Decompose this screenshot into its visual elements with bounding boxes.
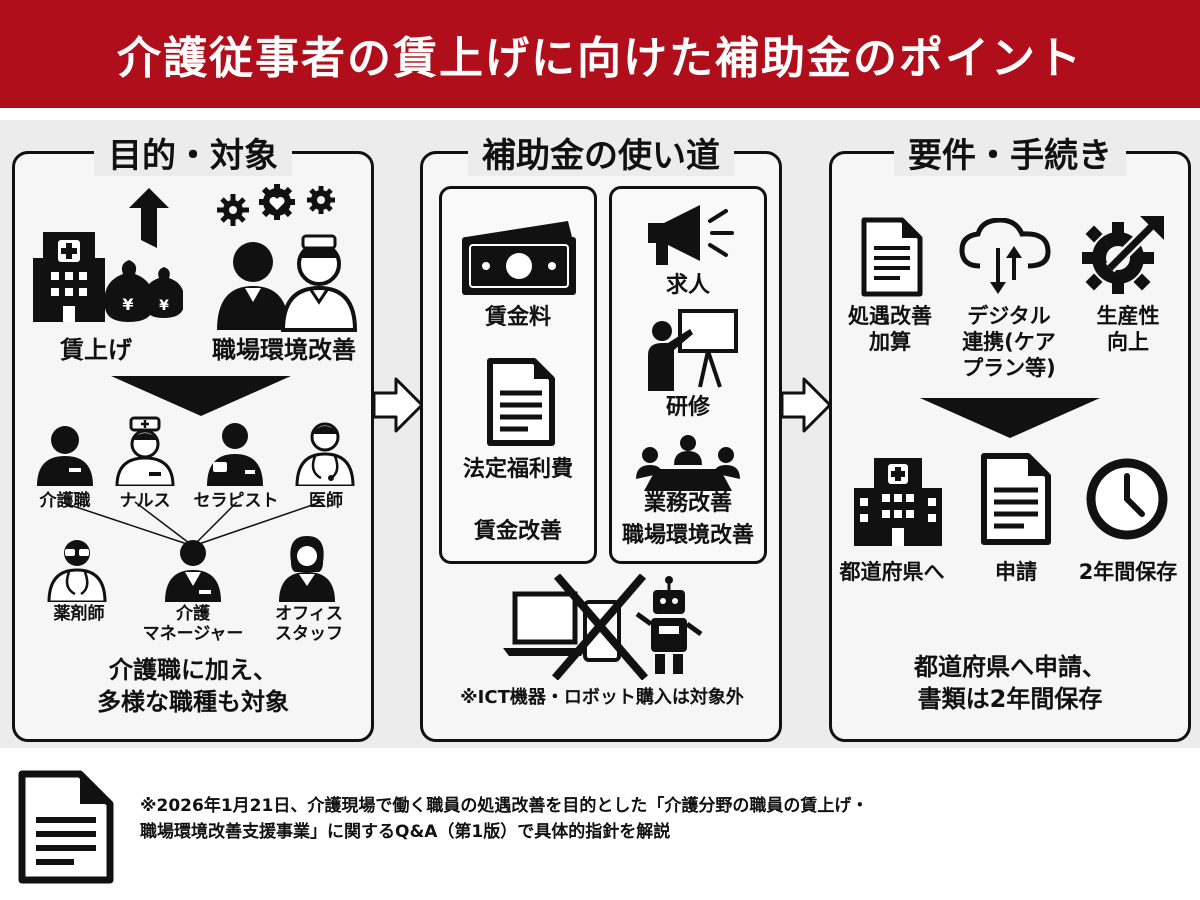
- doctor-icon: [295, 422, 355, 486]
- usage-wage-item1: 賃金料: [484, 305, 551, 330]
- panel1-summary-line2: 多様な職種も対象: [97, 688, 289, 716]
- document-icon: [18, 770, 114, 884]
- label-workplace-improvement: 職場環境改善: [212, 336, 356, 364]
- panel3-summary-line2: 書類は2年間保存: [917, 685, 1103, 713]
- footer-note: ※2026年1月21日、介護現場で働く職員の処遇改善を目的とした「介護分野の職員…: [140, 793, 1180, 846]
- svg-text:¥: ¥: [122, 295, 133, 314]
- usage-env-label: 職場環境改善: [621, 523, 754, 548]
- application-document-icon: [981, 453, 1051, 545]
- megaphone-icon: [648, 205, 734, 265]
- workplace-improvement-box: 求人 研修 業務改善 職場環境改善: [609, 186, 767, 564]
- wage-improvement-box: 賃金料 法定福利費 賃金改善: [439, 186, 597, 564]
- panel-title-usage: 補助金の使い道: [468, 136, 734, 176]
- down-triangle-icon: [920, 398, 1100, 438]
- flow-arrow-1-icon: [372, 377, 424, 433]
- role-pharmacist: 薬剤師: [53, 604, 105, 624]
- footer-line2: 職場環境改善支援事業」に関するQ&A（第1版）で具体的指針を解説: [140, 822, 671, 843]
- req1-line1: 処遇改善: [848, 304, 932, 328]
- cloud-sync-icon: [959, 218, 1051, 294]
- req2-line2: 連携(ケア: [962, 330, 1056, 354]
- req1-line2: 加算: [869, 330, 911, 354]
- panel3-summary-line1: 都道府県へ申請、: [914, 653, 1106, 681]
- document-icon: [861, 217, 923, 297]
- therapist-icon: [207, 423, 263, 486]
- down-triangle-icon: [111, 376, 291, 416]
- presentation-icon: [648, 309, 738, 391]
- req3-line2: 向上: [1107, 330, 1149, 354]
- proc-retention: 2年間保存: [1078, 560, 1178, 584]
- office-staff-icon: [279, 536, 335, 602]
- role-care-manager-line2: マネージャー: [142, 624, 244, 644]
- workers-gears-icon: [217, 184, 358, 332]
- svg-text:¥: ¥: [159, 298, 169, 314]
- req2-line3: プラン等): [962, 356, 1056, 380]
- pharmacist-icon: [47, 540, 107, 602]
- role-care-manager-line1: 介護: [176, 604, 210, 624]
- flow-arrow-2-icon: [780, 377, 832, 433]
- req2-line1: デジタル: [967, 304, 1051, 328]
- label-wage-increase: 賃上げ: [60, 336, 132, 364]
- role-care-worker: 介護職: [39, 491, 91, 511]
- document-icon: [487, 358, 555, 446]
- prefecture-building-icon: [854, 458, 942, 546]
- role-connector-lines: [60, 501, 322, 547]
- usage-wage-item2: 法定福利費: [462, 457, 573, 482]
- usage-env-item3: 業務改善: [643, 491, 732, 516]
- care-worker-icon: [37, 426, 93, 486]
- role-nurse: ナルス: [119, 491, 171, 511]
- productivity-gear-icon: [1082, 216, 1164, 294]
- role-office-line2: スタッフ: [275, 624, 343, 644]
- nurse-icon: [115, 416, 175, 486]
- req3-line1: 生産性: [1096, 304, 1160, 328]
- panel-requirements-procedure: 要件・手続き 処遇改善: [829, 136, 1191, 742]
- clock-icon: [1086, 458, 1168, 540]
- diagram-area: 目的・対象 ¥ ¥: [0, 120, 1200, 748]
- building-money-up-icon: ¥ ¥: [33, 188, 183, 322]
- usage-excluded-note: ※ICT機器・ロボット購入は対象外: [460, 687, 744, 708]
- role-doctor: 医師: [309, 491, 343, 511]
- page-title: 介護従事者の賃上げに向けた補助金のポイント: [117, 33, 1083, 84]
- panel-title-purpose: 目的・対象: [94, 136, 292, 176]
- panel1-summary-line1: 介護職に加え、: [109, 656, 277, 684]
- usage-wage-label: 賃金改善: [473, 519, 562, 544]
- usage-env-item2: 研修: [665, 395, 710, 420]
- footer-line1: ※2026年1月21日、介護現場で働く職員の処遇改善を目的とした「介護分野の職員…: [140, 796, 869, 816]
- care-manager-icon: [165, 540, 221, 602]
- header-bar: 介護従事者の賃上げに向けた補助金のポイント: [0, 0, 1200, 108]
- excluded-ict-robot-icon: [503, 574, 703, 680]
- usage-env-item1: 求人: [665, 273, 710, 298]
- meeting-icon: [636, 435, 740, 491]
- proc-application: 申請: [995, 560, 1037, 584]
- role-office-line1: オフィス: [275, 604, 343, 624]
- panel-subsidy-usage: 補助金の使い道 賃金料 法定福利費 賃金改善: [420, 136, 782, 742]
- panel-title-requirements: 要件・手続き: [894, 136, 1126, 176]
- role-therapist: セラピスト: [193, 491, 279, 511]
- proc-prefecture: 都道府県へ: [839, 560, 945, 584]
- banknote-icon: [462, 221, 576, 295]
- panel-purpose-target: 目的・対象 ¥ ¥: [12, 136, 374, 742]
